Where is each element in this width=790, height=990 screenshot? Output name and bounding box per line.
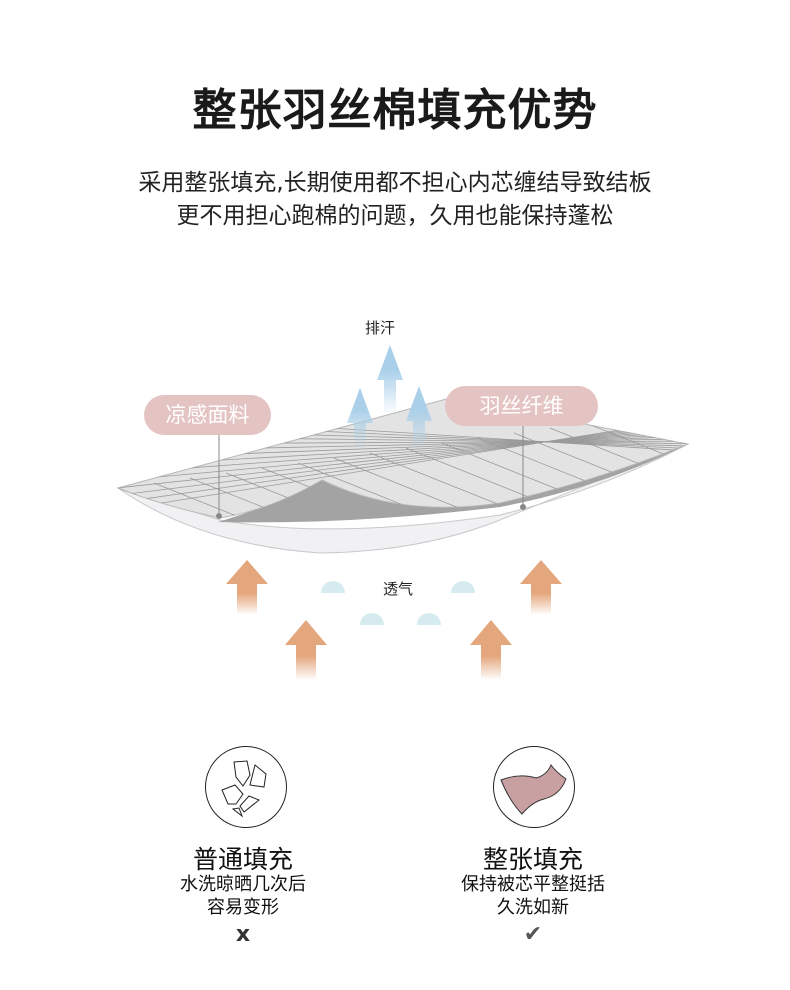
warm-arrow-icon [470, 620, 512, 680]
fiber-label-pill: 羽丝纤维 [445, 386, 598, 426]
normal-fill-desc-1: 水洗晾晒几次后 [180, 874, 306, 895]
normal-fill-desc-2: 容易变形 [207, 897, 279, 918]
cross-icon: x [235, 922, 251, 947]
grid-line [118, 416, 688, 509]
air-bubble-icon [417, 613, 441, 625]
grid-line [118, 413, 688, 517]
whole-sheet-icon [493, 746, 575, 828]
whole-fill-desc-1: 保持被芯平整挺括 [461, 874, 605, 895]
whole-fill-title: 整张填充 [482, 845, 583, 874]
normal-fill-title: 普通填充 [192, 845, 293, 874]
quilt-bottom-layer [117, 443, 689, 554]
warm-arrow-icon [520, 560, 562, 615]
grid-line [118, 507, 125, 518]
sweat-arrow-icon [347, 388, 373, 450]
air-bubble-icon [360, 613, 384, 625]
whole-fill-desc-2: 久洗如新 [497, 897, 569, 918]
grid-line [118, 425, 688, 485]
grid-line [585, 422, 688, 484]
broken-pieces-icon [205, 746, 287, 828]
quilt-fold [218, 444, 688, 523]
air-bubble-icon [451, 581, 475, 593]
grid-line [118, 422, 688, 493]
check-icon: ✔ [523, 922, 543, 947]
warm-arrow-icon [226, 560, 268, 615]
air-bubble-icon [321, 581, 345, 593]
grid-line [0, 513, 88, 573]
subtitle-line-2: 更不用担心跑棉的问题，久用也能保持蓬松 [176, 203, 614, 229]
sweat-label: 排汗 [365, 319, 396, 337]
breathable-label: 透气 [383, 580, 414, 598]
quilt-top-surface [116, 397, 690, 519]
grid-line [0, 523, 16, 583]
grid-line [0, 518, 52, 578]
sweat-arrow-icon [377, 345, 403, 415]
sweat-arrow-icon [406, 386, 432, 450]
warm-arrow-icon [285, 620, 327, 680]
grid-line [118, 419, 688, 501]
subtitle-line-1: 采用整张填充,长期使用都不担心内芯缠结导致结板 [138, 170, 652, 196]
page-title: 整张羽丝棉填充优势 [192, 85, 598, 136]
fabric-label-pill: 凉感面料 [144, 395, 271, 435]
grid-line [118, 502, 161, 518]
grid-line [153, 482, 305, 518]
